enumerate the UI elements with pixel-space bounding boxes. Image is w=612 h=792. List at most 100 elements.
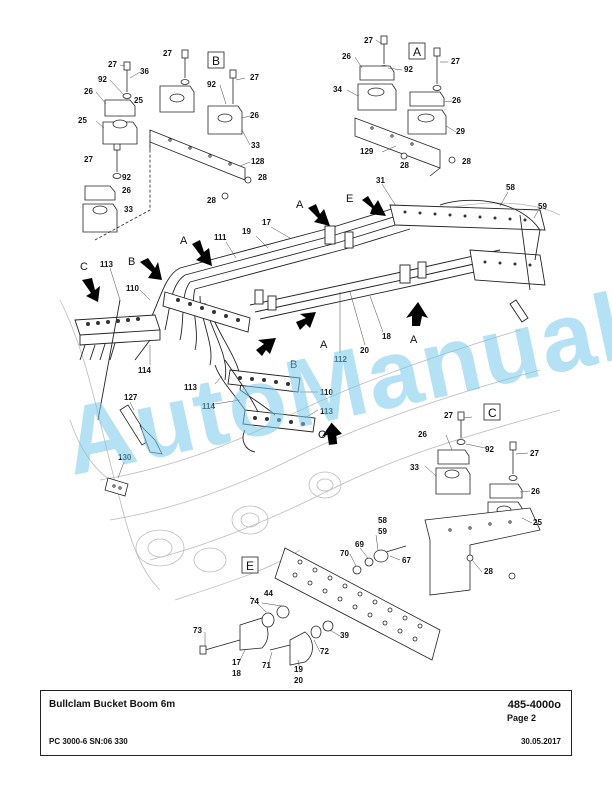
label-27: 27 (250, 73, 259, 82)
view-letter-c-left: C (80, 261, 88, 273)
label-111: 111 (214, 233, 227, 242)
label-73: 73 (193, 626, 202, 635)
detail-c (424, 411, 541, 596)
label-110: 110 (320, 388, 333, 397)
label-59: 59 (538, 202, 547, 211)
label-26: 26 (342, 52, 351, 61)
label-27: 27 (108, 60, 117, 69)
label-18: 18 (232, 669, 241, 678)
label-19: 19 (294, 665, 303, 674)
label-26: 26 (452, 96, 461, 105)
arrow-c-bottom (321, 422, 342, 445)
label-71: 71 (262, 661, 271, 670)
label-33: 33 (124, 205, 133, 214)
label-28: 28 (258, 173, 267, 182)
label-26: 26 (418, 430, 427, 439)
view-letter-b-left: B (128, 256, 135, 268)
label-58: 58 (378, 516, 387, 525)
document-number: 485-4000o (507, 699, 561, 711)
label-92: 92 (485, 445, 494, 454)
label-92: 92 (98, 75, 107, 84)
label-92: 92 (404, 65, 413, 74)
label-59: 59 (378, 527, 387, 536)
view-letter-c-bottom: C (318, 429, 326, 441)
arrow-c-left (82, 278, 100, 302)
label-27: 27 (163, 49, 172, 58)
label-27: 27 (364, 36, 373, 45)
arrow-a-top (308, 204, 330, 226)
label-27: 27 (84, 155, 93, 164)
label-34: 34 (333, 85, 342, 94)
label-27: 27 (530, 449, 539, 458)
detail-e (199, 545, 441, 666)
label-69: 69 (355, 540, 364, 549)
label-114: 114 (202, 402, 215, 411)
label-39: 39 (340, 631, 349, 640)
label-20: 20 (360, 346, 369, 355)
view-letter-b-mid: B (290, 359, 297, 371)
label-29: 29 (456, 127, 465, 136)
arrow-b-mid (256, 338, 276, 356)
label-33: 33 (251, 141, 260, 150)
label-19: 19 (242, 227, 251, 236)
label-17: 17 (262, 218, 271, 227)
label-36: 36 (140, 67, 149, 76)
label-127: 127 (124, 393, 138, 402)
machine-model: PC 3000-6 SN:06 330 (49, 737, 128, 746)
view-letters: C B A A E A A B C (80, 193, 418, 441)
arrow-e-top (362, 196, 386, 216)
label-44: 44 (264, 589, 273, 598)
label-27: 27 (444, 411, 453, 420)
label-27: 27 (451, 57, 460, 66)
label-28: 28 (207, 196, 216, 205)
label-26: 26 (250, 111, 259, 120)
label-130: 130 (118, 453, 132, 462)
label-31: 31 (376, 176, 385, 185)
label-67: 67 (402, 556, 411, 565)
label-114: 114 (138, 366, 151, 375)
label-72: 72 (320, 647, 329, 656)
label-110: 110 (126, 284, 139, 293)
arrow-a-left (192, 240, 212, 266)
detail-label-b: B (212, 54, 220, 68)
detail-b (82, 49, 252, 241)
label-25: 25 (78, 116, 87, 125)
drawing-title: Bullclam Bucket Boom 6m (49, 699, 176, 710)
label-113: 113 (320, 407, 333, 416)
manifold-bolts (86, 210, 532, 426)
view-arrows (82, 196, 428, 445)
label-92: 92 (207, 80, 216, 89)
arrow-b-left (140, 258, 162, 280)
leader-lines (95, 39, 539, 671)
title-block: Bullclam Bucket Boom 6m 485-4000o Page 2… (40, 690, 572, 756)
label-28: 28 (462, 157, 471, 166)
detail-a (354, 35, 456, 177)
label-18: 18 (382, 332, 391, 341)
boom-outline (59, 202, 561, 601)
page-number: Page 2 (507, 713, 537, 723)
label-20: 20 (294, 676, 303, 685)
label-113: 113 (184, 383, 197, 392)
label-25: 25 (533, 518, 542, 527)
label-17: 17 (232, 658, 241, 667)
arrow-a-bottom (406, 302, 428, 326)
label-28: 28 (400, 161, 409, 170)
label-92: 92 (122, 173, 131, 182)
items-127-130 (104, 404, 163, 497)
label-28: 28 (484, 567, 493, 576)
label-112: 112 (334, 355, 347, 364)
label-26: 26 (84, 87, 93, 96)
detail-letter-boxes: B A C E (207, 42, 501, 574)
label-26: 26 (531, 487, 540, 496)
view-letter-a-left: A (180, 235, 188, 247)
view-letter-a-bottom: A (410, 334, 418, 346)
label-74: 74 (250, 597, 259, 606)
label-33: 33 (410, 463, 419, 472)
detail-label-a: A (413, 45, 421, 59)
label-113: 113 (100, 260, 113, 269)
view-letter-e-top: E (346, 193, 353, 205)
view-letter-a-top: A (296, 199, 304, 211)
label-128: 128 (251, 157, 265, 166)
detail-label-e: E (246, 559, 254, 573)
